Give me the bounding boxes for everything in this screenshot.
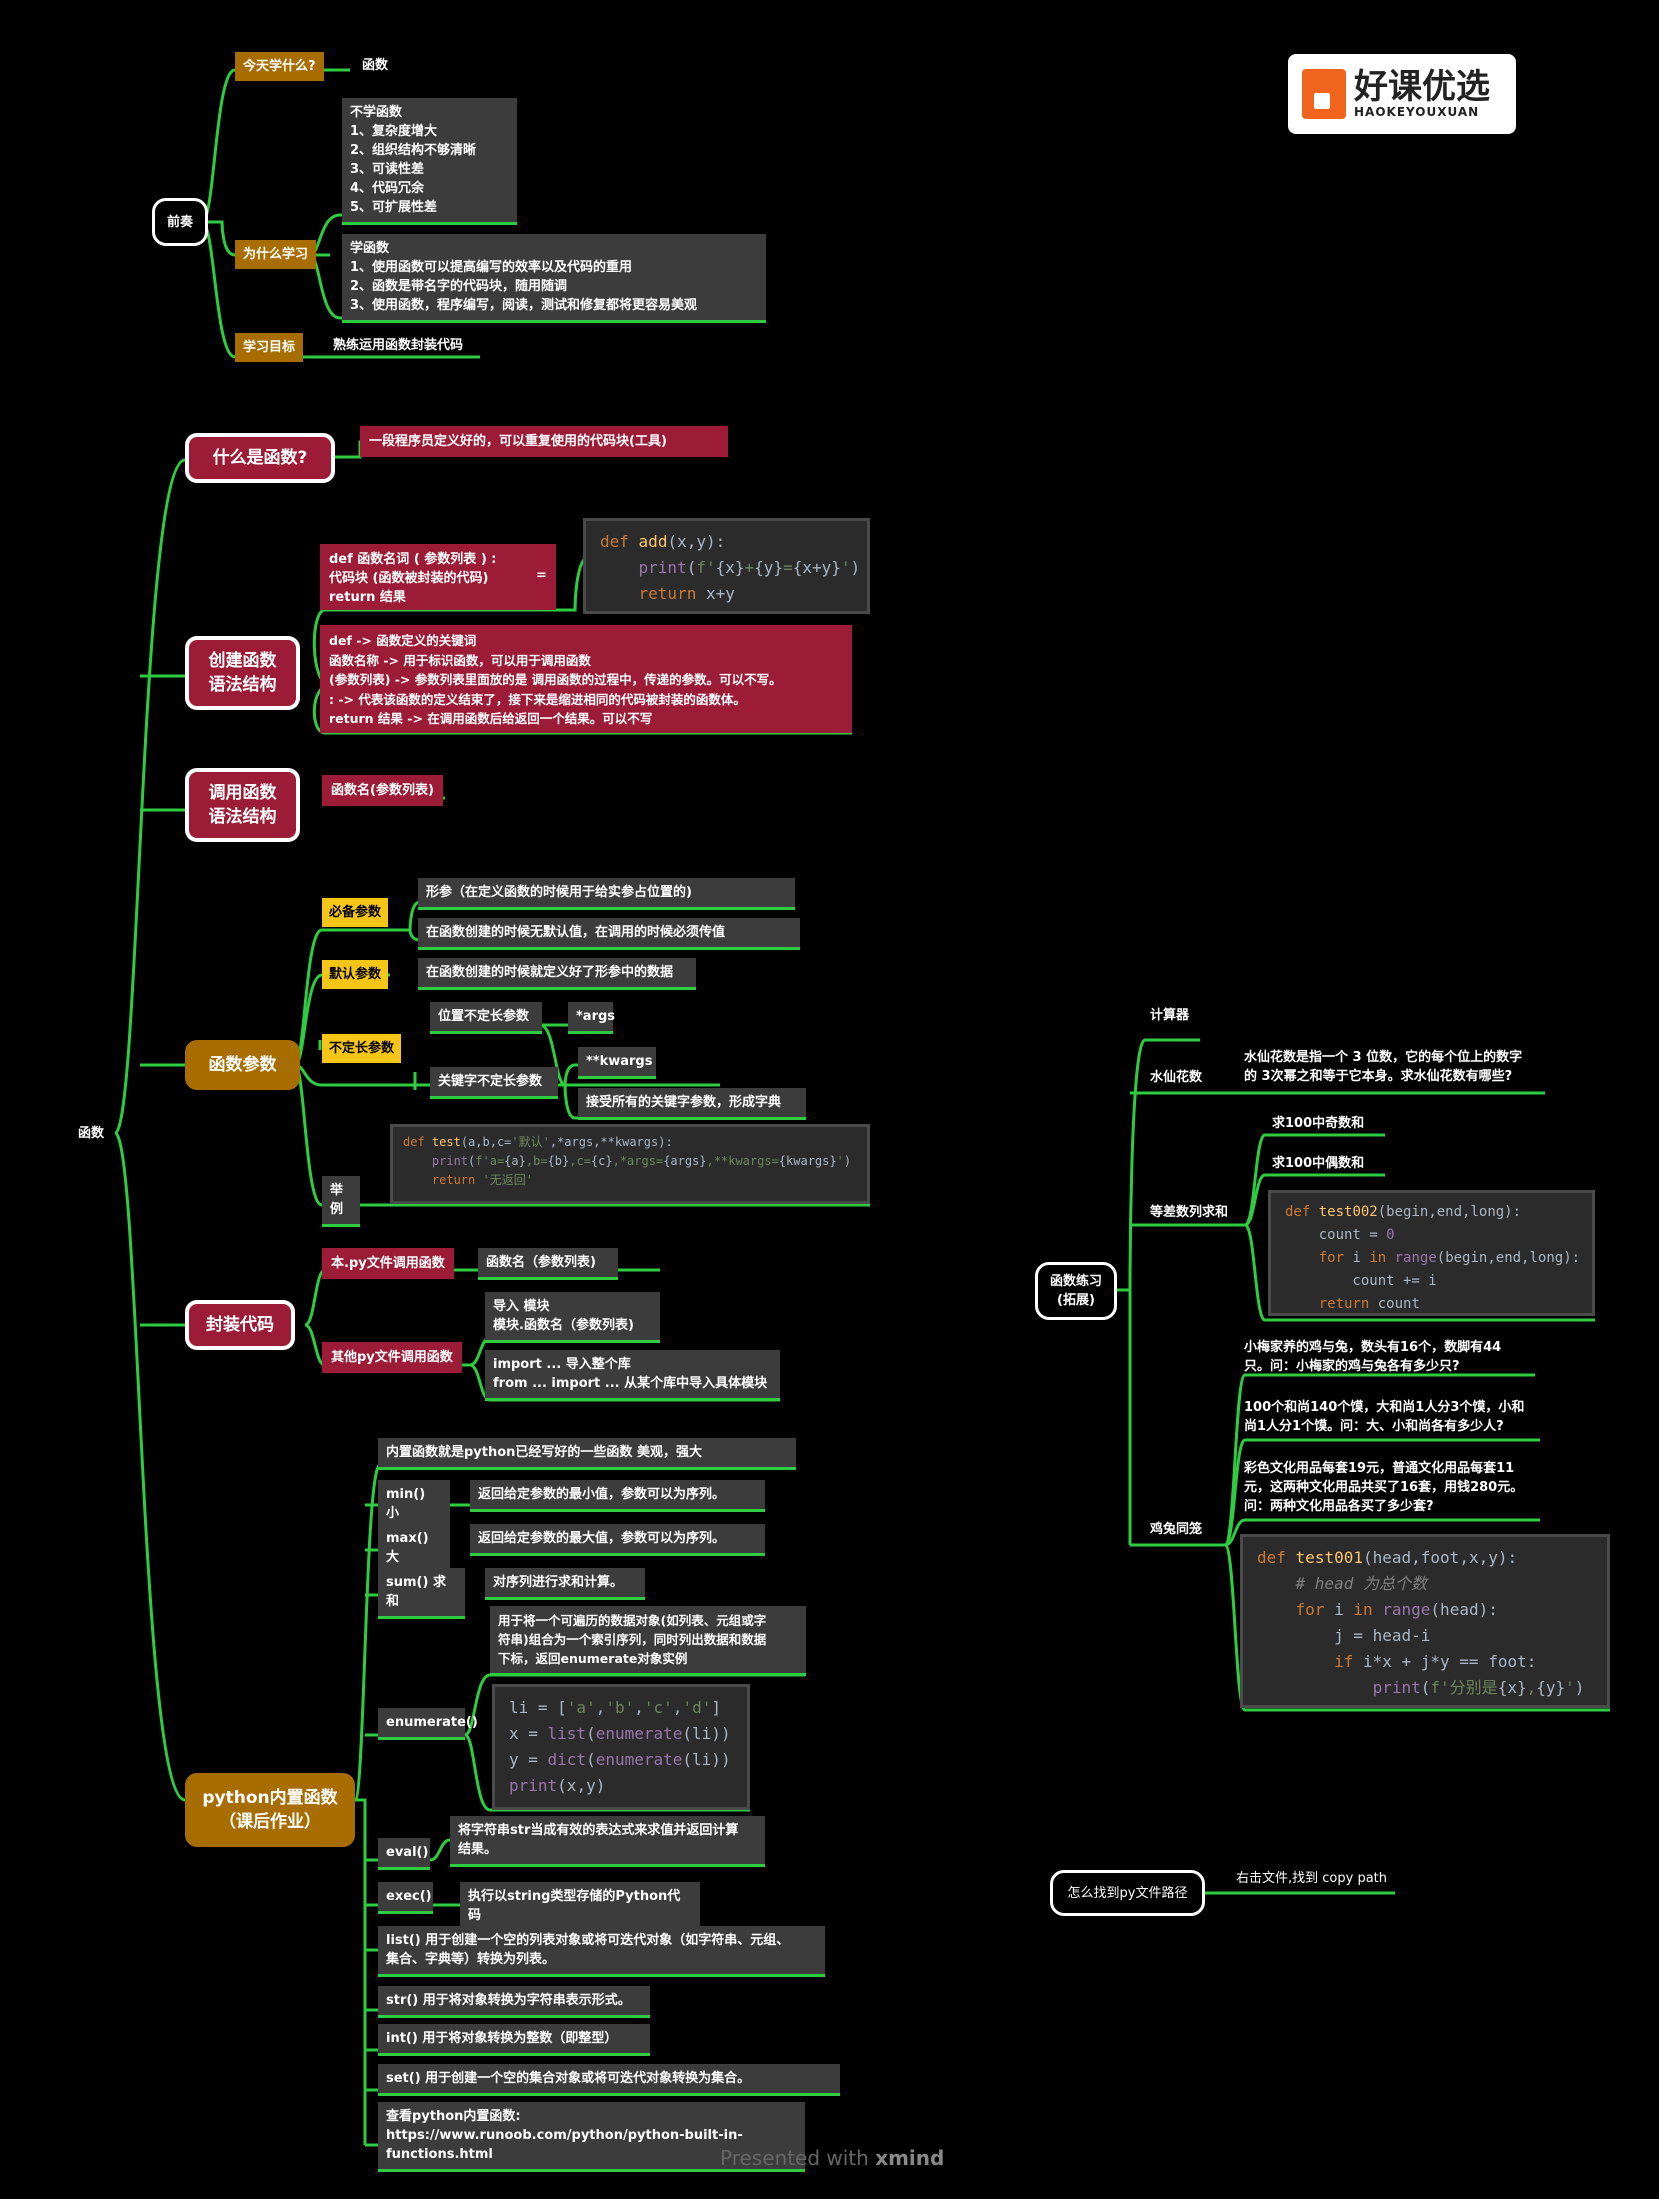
create-function-node[interactable]: 创建函数 语法结构 <box>185 636 300 710</box>
other-call-a: 导入 模块 模块.函数名（参数列表) <box>485 1292 660 1343</box>
find-path-question[interactable]: 怎么找到py文件路径 <box>1050 1870 1205 1916</box>
even-sum-task[interactable]: 求100中偶数和 <box>1272 1156 1365 1171</box>
create-explanation: def -> 函数定义的关键词 函数名称 -> 用于标识函数，可以用于调用函数 … <box>320 625 852 733</box>
local-call-a: 函数名（参数列表) <box>478 1248 618 1280</box>
logo-mark-icon <box>1302 69 1346 119</box>
chicken-rabbit-task[interactable]: 鸡兔同笼 <box>1150 1522 1203 1537</box>
variable-params[interactable]: 不定长参数 <box>322 1034 402 1063</box>
logo-title: 好课优选 <box>1354 67 1490 107</box>
set-func[interactable]: set() 用于创建一个空的集合对象或将可迭代对象转换为集合。 <box>378 2064 840 2096</box>
sum-func[interactable]: sum() 求和 <box>378 1568 465 1619</box>
kwargs-desc: 接受所有的关键字参数，形成字典 <box>578 1088 806 1120</box>
code-enumerate: li = ['a','b','c','d'] x = list(enumerat… <box>492 1684 750 1810</box>
create-syntax: def 函数名词 ( 参数列表 ) : 代码块 (函数被封装的代码) retur… <box>320 544 556 610</box>
arithmetic-task[interactable]: 等差数列求和 <box>1150 1205 1229 1220</box>
chicken-rabbit-a: 小梅家养的鸡与兔，数头有16个，数脚有44 只。问：小梅家的鸡与兔各有多少只? <box>1244 1340 1502 1374</box>
list-func[interactable]: list() 用于创建一个空的列表对象或将可迭代对象（如字符串、元组、 集合、字… <box>378 1926 825 1977</box>
why-question[interactable]: 为什么学习 <box>235 240 317 269</box>
default-params-a: 在函数创建的时候就定义好了形参中的数据 <box>418 958 696 990</box>
calculator-task[interactable]: 计算器 <box>1150 1008 1190 1023</box>
enumerate-desc: 用于将一个可遍历的数据对象(如列表、元组或字 符串)组合为一个索引序列，同时列出… <box>490 1606 806 1676</box>
chicken-rabbit-b: 100个和尚140个馍，大和尚1人分3个馍，小和 尚1人分1个馍。问：大、小和尚… <box>1244 1400 1525 1434</box>
local-call[interactable]: 本.py文件调用函数 <box>322 1248 454 1279</box>
other-call[interactable]: 其他py文件调用函数 <box>322 1342 462 1373</box>
required-params-b: 在函数创建的时候无默认值，在调用的时候必须传值 <box>418 918 800 950</box>
kwargs-label: **kwargs <box>578 1047 656 1079</box>
keyword-variable[interactable]: 关键字不定长参数 <box>430 1067 558 1099</box>
min-desc: 返回给定参数的最小值，参数可以为序列。 <box>470 1480 765 1512</box>
positional-variable[interactable]: 位置不定长参数 <box>430 1002 542 1034</box>
int-func[interactable]: int() 用于将对象转换为整数（即整型） <box>378 2024 650 2056</box>
required-params-a: 形参（在定义函数的时候用于给实参占位置的) <box>418 878 795 910</box>
goal-question[interactable]: 学习目标 <box>235 333 304 362</box>
required-params[interactable]: 必备参数 <box>322 898 389 927</box>
footer-presented: Presented with <box>720 2146 869 2170</box>
narcissistic-task[interactable]: 水仙花数 <box>1150 1070 1203 1085</box>
without-functions: 不学函数 1、复杂度增大 2、组织结构不够清晰 3、可读性差 4、代码冗余 5、… <box>342 98 517 225</box>
params-node[interactable]: 函数参数 <box>185 1040 300 1090</box>
odd-sum-task[interactable]: 求100中奇数和 <box>1272 1116 1365 1131</box>
default-params[interactable]: 默认参数 <box>322 960 389 989</box>
brand-logo: 好课优选 HAOKEYOUXUAN <box>1288 54 1516 134</box>
eval-desc: 将字符串str当成有效的表达式来求值并返回计算 结果。 <box>450 1816 765 1867</box>
footer-brand: xmind <box>875 2146 945 2170</box>
what-is-function-answer: 一段程序员定义好的，可以重复使用的代码块(工具) <box>360 426 728 457</box>
example-label[interactable]: 举例 <box>322 1176 360 1227</box>
code-test002: def test002(begin,end,long): count = 0 f… <box>1268 1190 1595 1316</box>
with-functions: 学函数 1、使用函数可以提高编写的效率以及代码的重用 2、函数是带名字的代码块，… <box>342 234 766 323</box>
exec-func[interactable]: exec() <box>378 1882 433 1914</box>
builtin-node[interactable]: python内置函数 （课后作业） <box>185 1773 355 1847</box>
today-answer: 函数 <box>362 58 389 73</box>
enumerate-func[interactable]: enumerate() <box>378 1708 478 1740</box>
max-desc: 返回给定参数的最大值，参数可以为序列。 <box>470 1524 765 1556</box>
practice-node[interactable]: 函数练习 (拓展) <box>1035 1262 1117 1320</box>
args-label: *args <box>568 1002 615 1034</box>
prelude-node[interactable]: 前奏 <box>152 198 208 246</box>
str-func[interactable]: str() 用于将对象转换为字符串表示形式。 <box>378 1986 650 2018</box>
code-params-example: def test(a,b,c='默认',*args,**kwargs): pri… <box>390 1124 870 1204</box>
eval-func[interactable]: eval() <box>378 1838 430 1870</box>
wrap-code-node[interactable]: 封装代码 <box>185 1300 295 1350</box>
code-add: def add(x,y): print(f'{x}+{y}={x+y}') re… <box>583 518 870 614</box>
goal-answer: 熟练运用函数封装代码 <box>333 338 464 353</box>
footer-credit: Presented with xmind <box>720 2146 944 2170</box>
find-path-answer: 右击文件,找到 copy path <box>1236 1871 1387 1886</box>
other-call-b: import ... 导入整个库 from ... import ... 从某个… <box>485 1350 780 1401</box>
narcissistic-desc: 水仙花数是指一个 3 位数，它的每个位上的数字 的 3次幂之和等于它本身。求水仙… <box>1244 1050 1523 1084</box>
call-function-node[interactable]: 调用函数 语法结构 <box>185 768 300 842</box>
builtin-reference-link[interactable]: 查看python内置函数: https://www.runoob.com/pyt… <box>378 2102 805 2172</box>
call-syntax: 函数名(参数列表) <box>322 775 443 806</box>
code-test001: def test001(head,foot,x,y): # head 为总个数 … <box>1240 1534 1610 1708</box>
root-topic[interactable]: 函数 <box>78 1126 105 1141</box>
what-is-function-node[interactable]: 什么是函数? <box>185 433 335 483</box>
chicken-rabbit-c: 彩色文化用品每套19元，普通文化用品每套11 元，这两种文化用品共买了16套，用… <box>1244 1461 1524 1514</box>
today-question[interactable]: 今天学什么? <box>235 52 324 81</box>
sum-desc: 对序列进行求和计算。 <box>485 1568 645 1600</box>
logo-subtitle: HAOKEYOUXUAN <box>1354 105 1480 119</box>
builtin-intro: 内置函数就是python已经写好的一些函数 美观，强大 <box>378 1438 796 1470</box>
equals-sign: = <box>536 568 547 583</box>
